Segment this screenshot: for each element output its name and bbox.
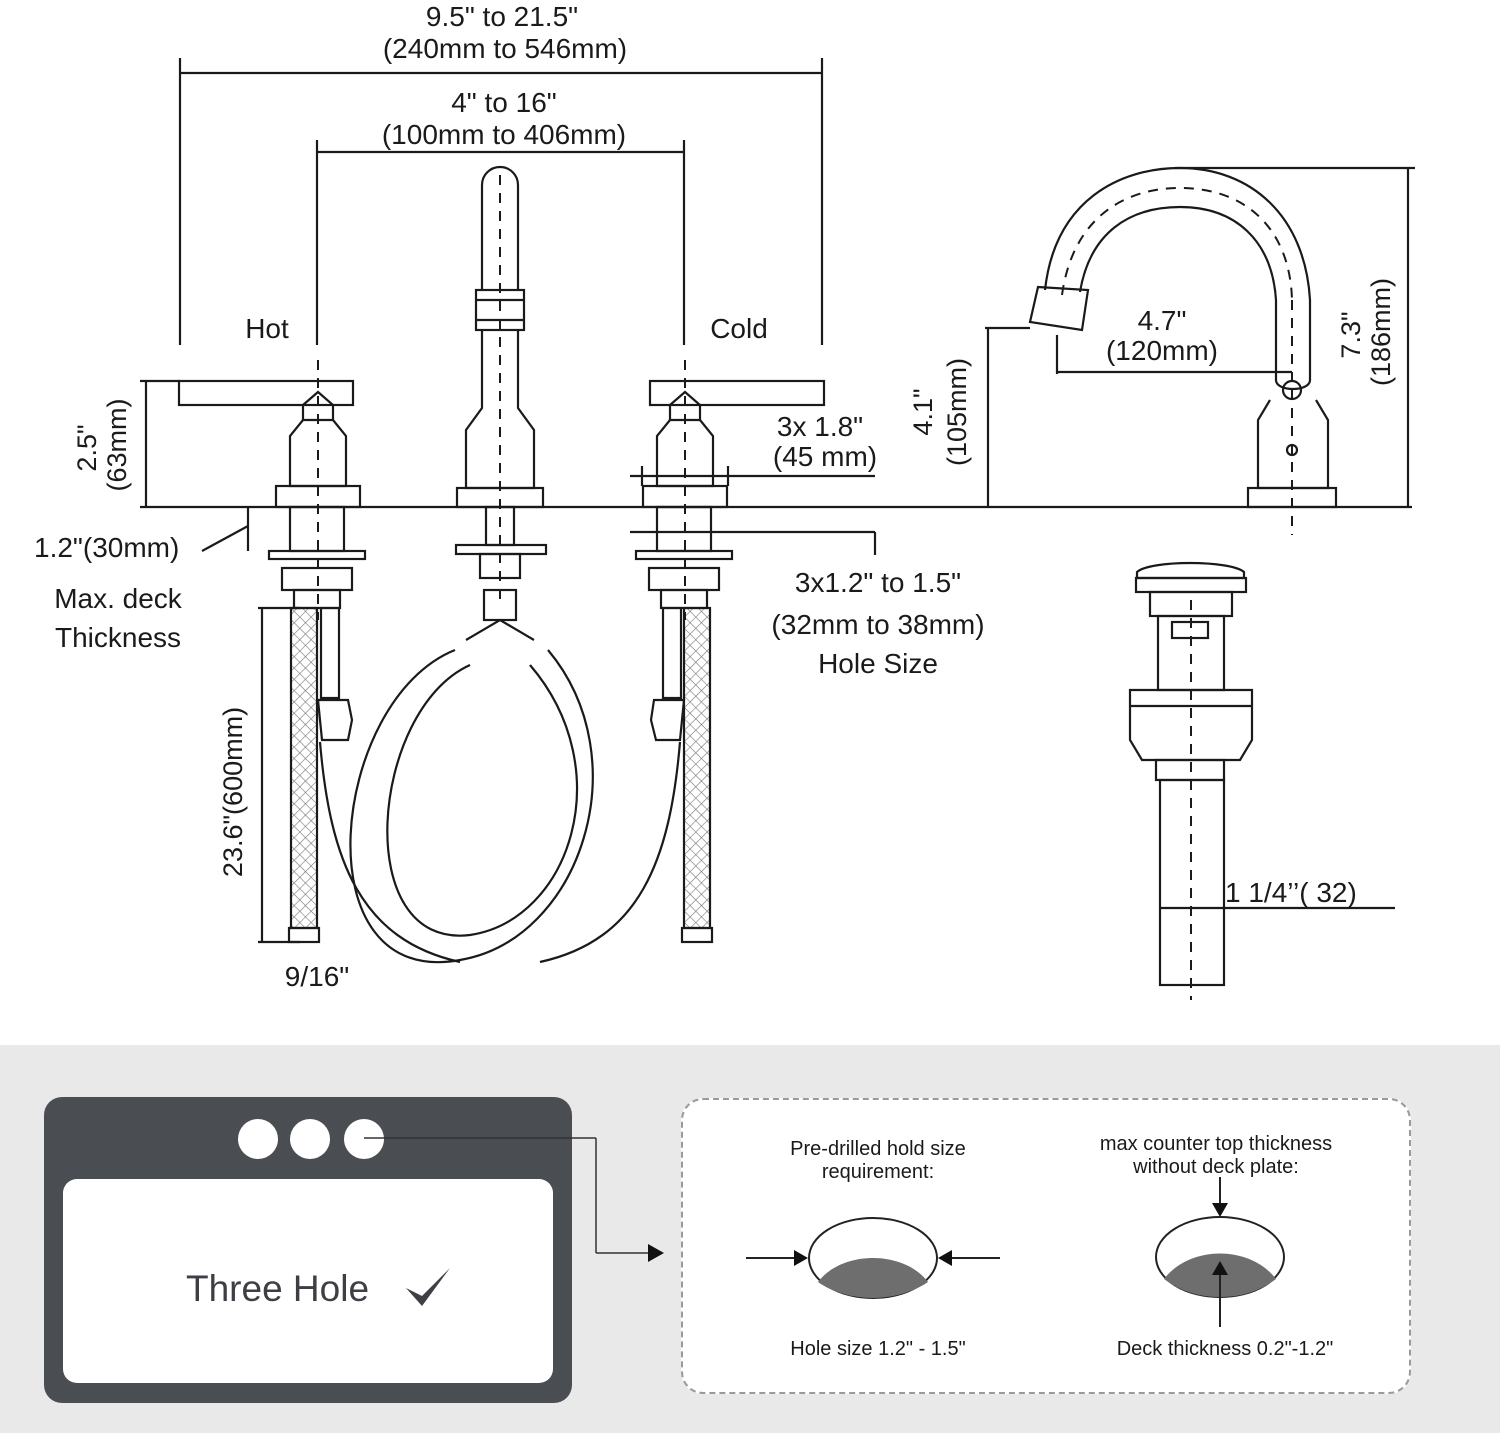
deck-thickness-label: 1.2"(30mm) bbox=[34, 532, 179, 563]
connector-size-label: 9/16" bbox=[285, 961, 349, 992]
hole-size-mm-label: (32mm to 38mm) bbox=[771, 609, 984, 640]
drain-diameter-label: 1 1/4’’( 32) bbox=[1225, 877, 1357, 908]
handle-height-label: 2.5" bbox=[72, 424, 102, 471]
hot-label: Hot bbox=[245, 313, 289, 344]
spout-height-label: 7.3" bbox=[1336, 311, 1366, 358]
spout-reach-label: 4.7" bbox=[1138, 305, 1187, 336]
connector-arrow bbox=[364, 1137, 664, 1262]
spout-clearance-label: 4.1" bbox=[908, 388, 938, 435]
hose-length-label: 23.6"(600mm) bbox=[218, 707, 248, 877]
hot-handle-assembly bbox=[177, 379, 367, 944]
deck-thickness-caption-line1: Max. deck bbox=[54, 583, 183, 614]
cold-handle-assembly bbox=[634, 379, 826, 944]
deck-thickness-caption-line2: Thickness bbox=[55, 622, 181, 653]
predrilled-title-line1: Pre-drilled hold size bbox=[790, 1138, 966, 1160]
spout-clearance-mm-label: (105mm) bbox=[942, 358, 972, 466]
hole-size-caption: Hole size 1.2" - 1.5" bbox=[790, 1338, 966, 1360]
counter-title-line1: max counter top thickness bbox=[1099, 1133, 1333, 1155]
overall-spread-label: 9.5" to 21.5" bbox=[426, 1, 578, 32]
faucet-dimension-diagram: 9.5" to 21.5" (240mm to 546mm) 4" to 16"… bbox=[34, 1, 1415, 1000]
sink-hole-center bbox=[290, 1119, 330, 1159]
sink-type-label: Three Hole bbox=[186, 1268, 370, 1309]
handle-spread-label: 4" to 16" bbox=[451, 87, 557, 118]
counter-title-line2: without deck plate: bbox=[1133, 1156, 1299, 1178]
base-diameter-label: 3x 1.8" bbox=[777, 411, 863, 442]
predrilled-title-line2: requirement: bbox=[821, 1161, 935, 1183]
handle-height-mm-label: (63mm) bbox=[102, 399, 132, 492]
deck-thickness-illustration bbox=[1155, 1177, 1285, 1327]
checkmark-icon bbox=[406, 1268, 450, 1306]
sink-hole-left bbox=[238, 1119, 278, 1159]
handle-spread-mm-label: (100mm to 406mm) bbox=[382, 119, 626, 150]
base-diameter-mm-label: (45 mm) bbox=[773, 441, 877, 472]
overall-spread-mm-label: (240mm to 546mm) bbox=[383, 33, 627, 64]
cold-label: Cold bbox=[710, 313, 768, 344]
spout-height-mm-label: (186mm) bbox=[1366, 278, 1396, 386]
sink-hole-right bbox=[344, 1119, 384, 1159]
sink-basin bbox=[63, 1179, 553, 1383]
spout-reach-mm-label: (120mm) bbox=[1106, 335, 1218, 366]
hole-size-label: 3x1.2" to 1.5" bbox=[795, 567, 961, 598]
hole-size-illustration bbox=[746, 1217, 1000, 1299]
hole-size-caption: Hole Size bbox=[818, 648, 938, 679]
deck-thickness-caption: Deck thickness 0.2"-1.2" bbox=[1116, 1338, 1334, 1360]
requirements-box bbox=[681, 1098, 1411, 1394]
